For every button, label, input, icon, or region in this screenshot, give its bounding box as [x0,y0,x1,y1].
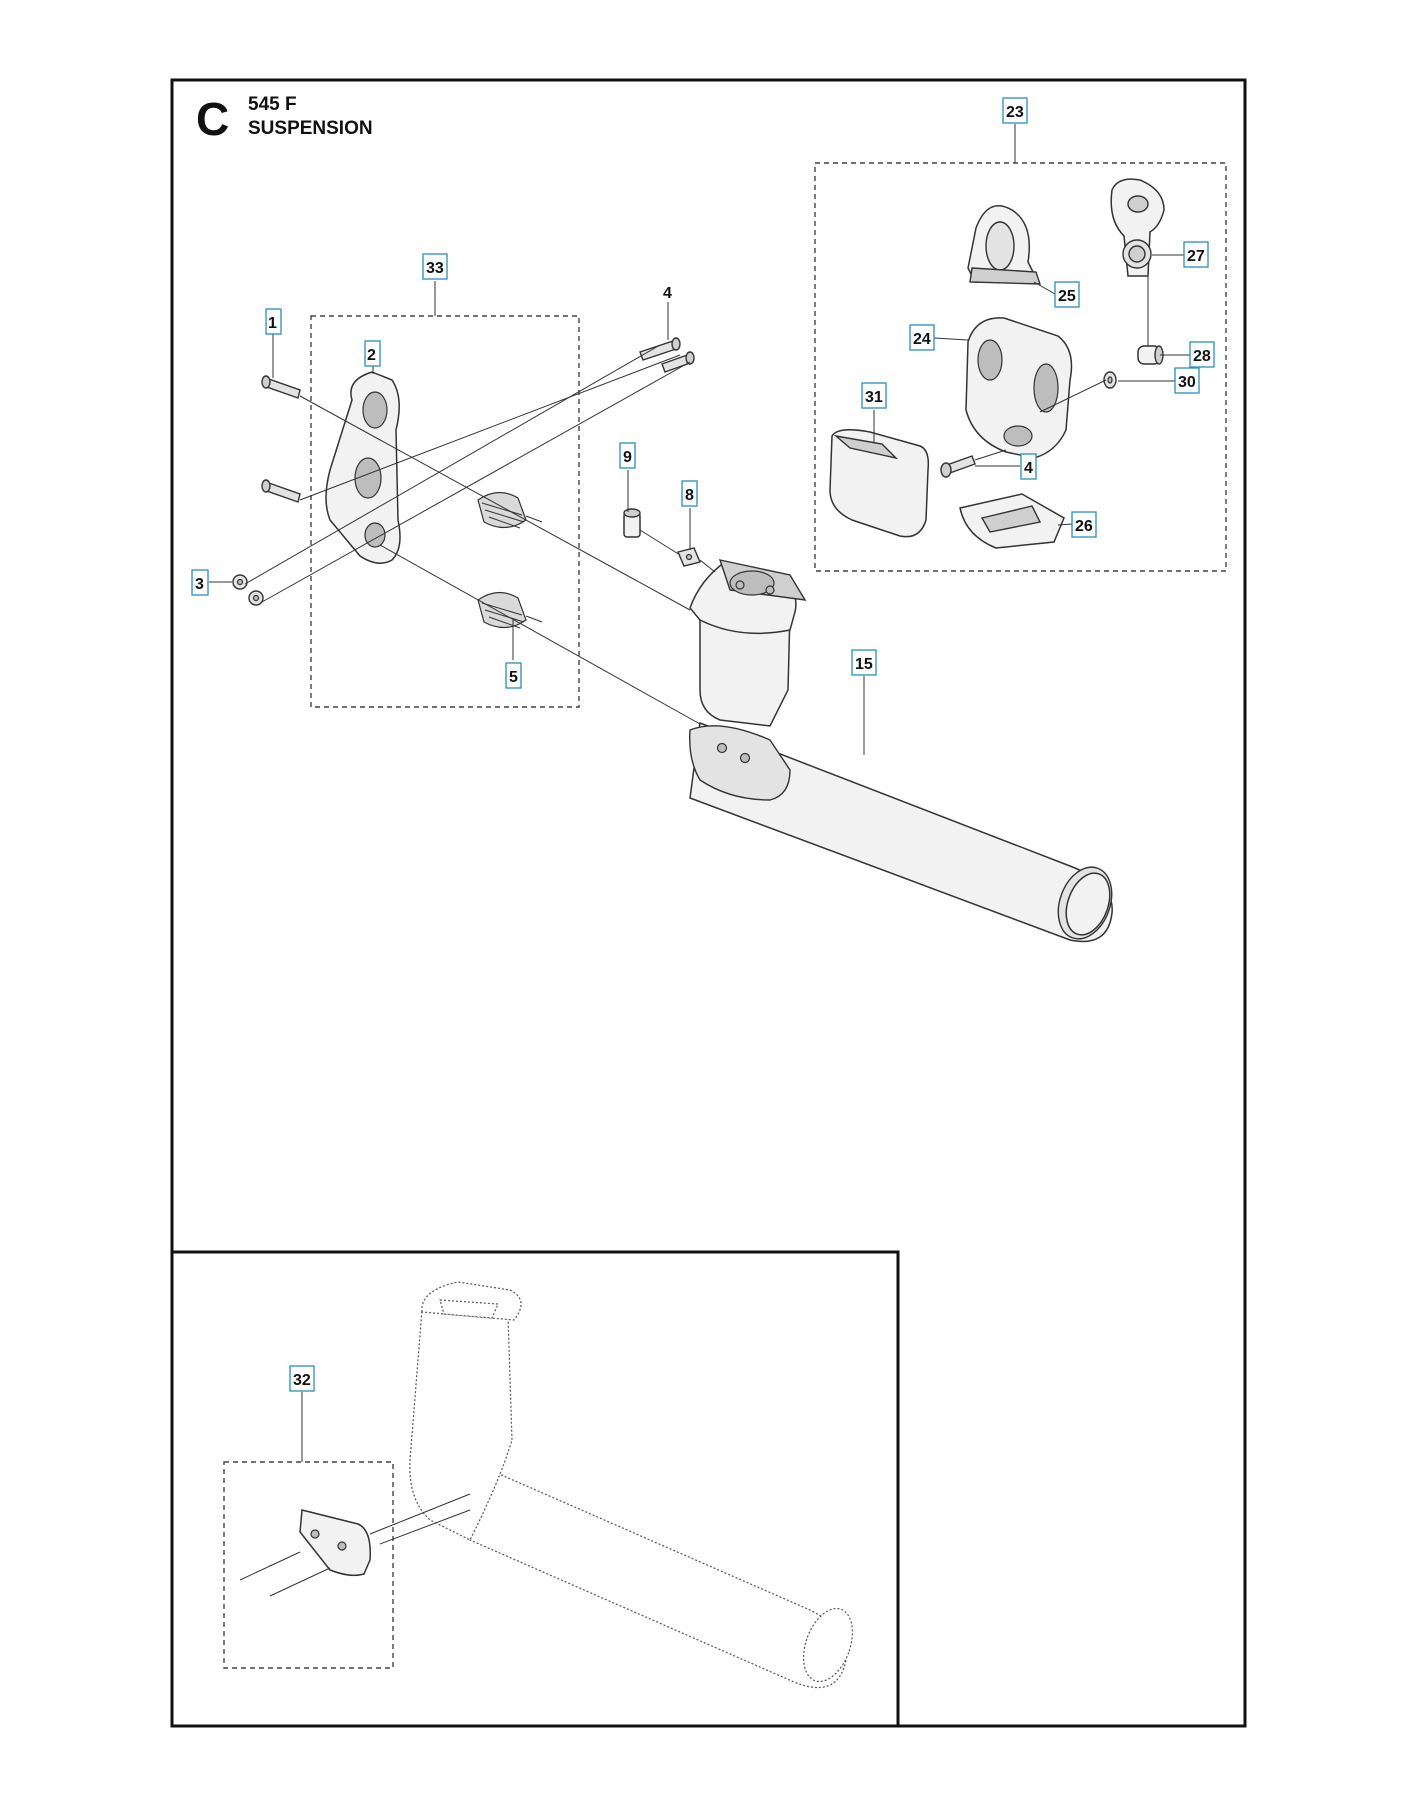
rivet-part-32 [239,1493,471,1597]
callout-30-box [1174,367,1200,394]
pin-part-28 [1137,345,1164,365]
handle-tube [689,721,1113,943]
section-title: SUSPENSION [248,118,373,139]
callout-32: 32 [293,1372,311,1389]
model-name: 545 F [248,94,297,115]
lever-part-26 [959,493,1065,549]
callout-4-top: 4 [663,285,672,302]
screw-part-1 [261,375,301,503]
handle-mount [689,559,807,801]
callout-25: 25 [1058,288,1076,305]
callout-5-box [505,662,522,689]
inset-frame [170,1250,900,1728]
group-box-32 [223,1461,394,1669]
assembly-lines [244,344,716,725]
callout-30: 30 [1178,374,1196,391]
callout-5: 5 [509,669,518,686]
callout-3: 3 [195,576,204,593]
inset-handle [409,1281,854,1689]
bushing-part-9 [623,508,641,538]
callout-26-box [1071,511,1097,538]
callout-4-lower: 4 [1024,460,1033,477]
plate-part-32 [299,1509,371,1577]
callout-24-box [909,324,935,351]
callout-33-box [422,253,448,280]
callout-1-box [265,308,282,335]
callout-8: 8 [685,487,694,504]
callout-26: 26 [1075,518,1093,535]
screw-part-4-lower [940,455,976,478]
callout-25-box [1054,281,1080,308]
callout-4-lower-box [1020,453,1037,480]
callout-27: 27 [1187,248,1205,265]
callout-3-box [191,569,209,596]
callout-27-box [1183,241,1209,268]
callout-28: 28 [1193,348,1211,365]
grip-frame-part-24 [965,317,1073,459]
callout-2: 2 [367,347,376,364]
callout-24: 24 [913,331,931,348]
square-nut-part-8 [677,547,701,567]
callout-2-box [364,340,381,367]
long-screw-part-4 [639,337,695,373]
callout-9: 9 [623,449,632,466]
group-box-33 [310,315,580,708]
cover-part-31 [829,429,930,538]
washer-part-30 [1103,371,1117,389]
nut-part-3 [232,574,264,606]
callout-leaders [209,124,1190,1462]
trigger-part-27 [1110,178,1165,277]
callout-15-box [851,649,877,676]
bracket-part-2 [325,371,401,564]
callout-31: 31 [865,389,883,406]
assembly-line-30-24 [1039,379,1107,413]
callout-33: 33 [426,260,444,277]
callout-8-box [681,480,698,507]
callout-31-box [861,382,887,409]
group-box-23 [814,162,1227,572]
assembly-line-4-24 [974,449,1007,461]
section-letter: C [196,93,229,145]
callout-23-box [1002,97,1028,124]
spring-part-5 [477,491,543,629]
callout-32-box [289,1365,315,1392]
callout-9-box [619,442,636,469]
callout-15: 15 [855,656,873,673]
callout-1: 1 [268,315,277,332]
housing-part-25 [967,205,1041,285]
callout-28-box [1189,341,1215,368]
callout-23: 23 [1006,104,1024,121]
